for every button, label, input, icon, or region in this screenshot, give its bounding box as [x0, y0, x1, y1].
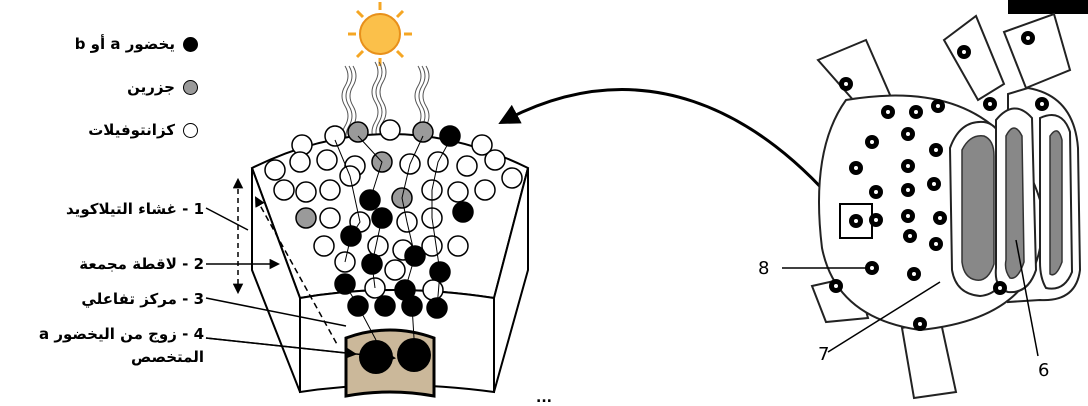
label-chlorophyll-pair: 4 - زوج من اليخضور a: [39, 325, 204, 343]
energy-transfer-lines: [334, 135, 451, 341]
grana-stacks: [961, 127, 1063, 281]
pigment-array: [264, 119, 523, 319]
number-leader-lines: [782, 239, 1039, 357]
legend-swatch-carotene: [183, 79, 198, 95]
special-chlorophyll-a: [359, 340, 393, 374]
legend-swatch-xanthophyll: [183, 122, 198, 138]
zoom-selection-box: [839, 203, 873, 239]
zoom-arrow: [498, 88, 848, 217]
legend-label-chlorophyll: يخضور a أو b: [74, 35, 175, 53]
label-thylakoid-membrane: 1 - غشاء التيلاكويد: [66, 200, 204, 218]
black-corner-block: [1008, 0, 1088, 14]
legend-item-xanthophyll: كزانتوفيلات: [88, 121, 198, 139]
label-7: 7: [818, 344, 830, 365]
legend-label-xanthophyll: كزانتوفيلات: [88, 121, 175, 139]
label-leader-lines: [205, 207, 397, 363]
chloroplast-dot-centers: [834, 36, 1044, 326]
label-8: 8: [758, 258, 770, 279]
legend-item-carotene: جزرين: [127, 78, 198, 96]
label-reaction-center: 3 - مركز تفاعلي: [81, 290, 204, 308]
legend-item-chlorophyll: يخضور a أو b: [75, 35, 198, 53]
label-specialized: المتخصص: [130, 348, 204, 366]
chloroplast-diagram: [810, 12, 1082, 400]
label-6: 6: [1038, 360, 1050, 381]
special-chlorophyll-a: [397, 338, 431, 372]
figure-caption: ...: [536, 390, 552, 406]
sun-icon: [348, 2, 412, 66]
reaction-center-box: [344, 328, 436, 398]
legend-label-carotene: جزرين: [127, 78, 175, 96]
legend-swatch-chlorophyll: [183, 36, 198, 52]
label-antenna-complex: 2 - لاقطة مجمعة: [79, 255, 204, 273]
